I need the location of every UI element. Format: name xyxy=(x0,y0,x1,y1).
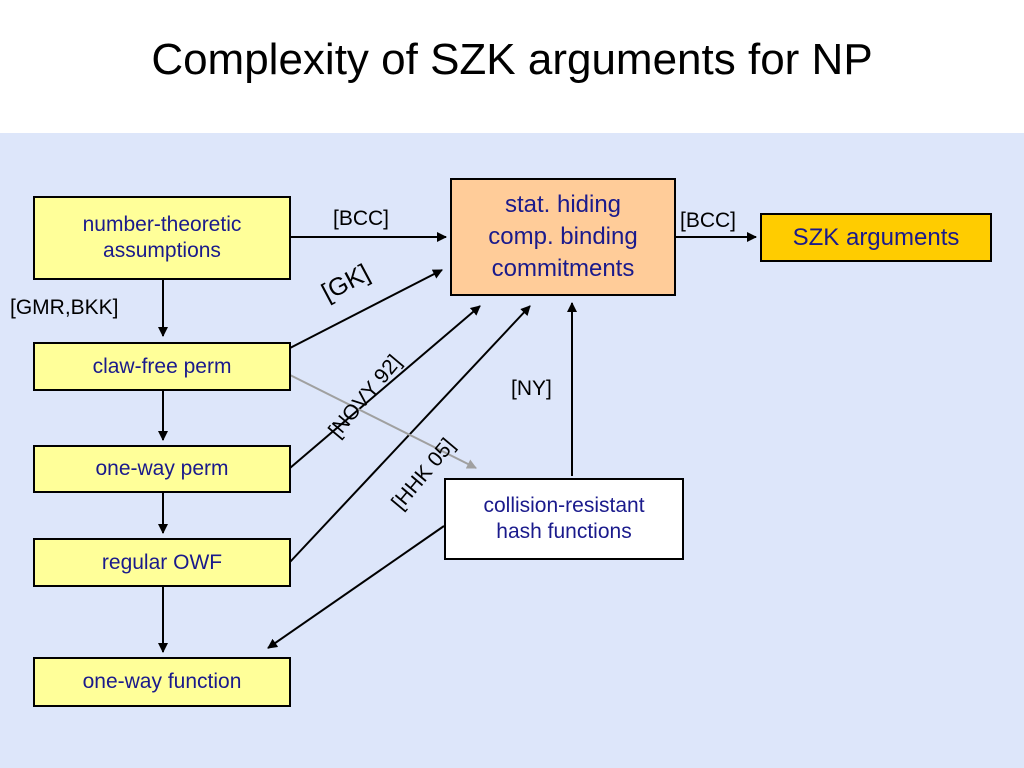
arrow-owp-to-commitments xyxy=(289,305,481,469)
node-szk-arguments: SZK arguments xyxy=(760,213,992,262)
node-one-way-perm: one-way perm xyxy=(33,445,291,493)
node-collision-resistant-hash: collision-resistant hash functions xyxy=(444,478,684,560)
node-szk-label: SZK arguments xyxy=(792,223,960,251)
node-commitments-line2: comp. binding xyxy=(488,223,638,250)
slide-title: Complexity of SZK arguments for NP xyxy=(151,35,873,84)
label-bcc-2: [BCC] xyxy=(680,209,737,232)
arrow-clawfree-to-commitments xyxy=(289,269,443,349)
node-number-theoretic-assumptions: number-theoretic assumptions xyxy=(33,196,291,280)
node-one-way-function: one-way function xyxy=(33,657,291,707)
node-one-way-function-label: one-way function xyxy=(82,670,242,693)
label-gmr-bkk: [GMR,BKK] xyxy=(10,296,119,319)
node-commitments-line1: stat. hiding xyxy=(504,191,622,218)
node-one-way-perm-label: one-way perm xyxy=(95,457,229,480)
arrow-clawfree-to-crhf xyxy=(289,374,477,469)
label-ny: [NY] xyxy=(511,377,552,400)
node-number-theoretic-label: number-theoretic assumptions xyxy=(82,213,242,262)
node-commitments-line3: commitments xyxy=(491,255,635,282)
node-commitments: stat. hiding comp. binding commitments xyxy=(450,178,676,296)
node-regular-owf-label: regular OWF xyxy=(101,550,223,574)
node-regular-owf: regular OWF xyxy=(33,538,291,587)
node-crhf-label: collision-resistant hash functions xyxy=(483,494,645,543)
arrow-crhf-to-owf xyxy=(267,525,445,649)
node-claw-free-label: claw-free perm xyxy=(92,354,232,378)
node-claw-free-perm: claw-free perm xyxy=(33,342,291,391)
label-bcc-1: [BCC] xyxy=(333,207,390,230)
